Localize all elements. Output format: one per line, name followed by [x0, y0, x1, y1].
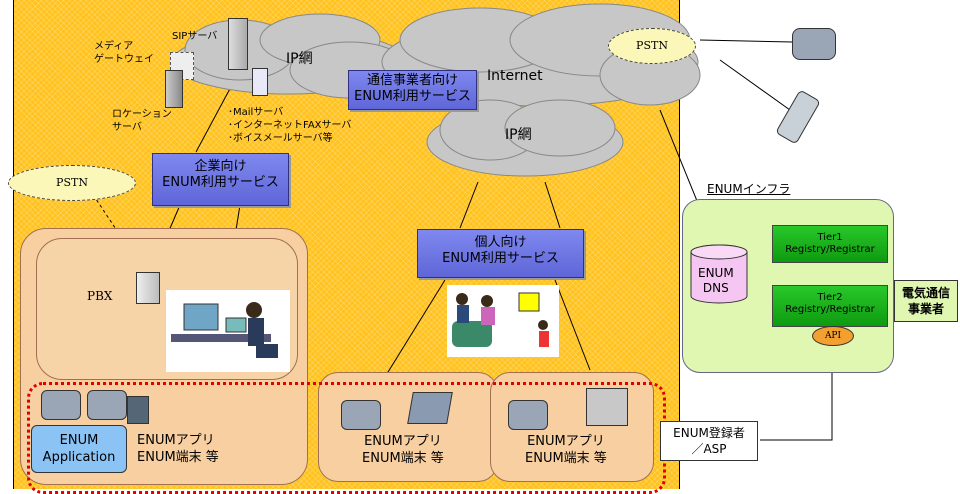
mail-server-list: ･Mailサーバ ･インターネットFAXサーバ ･ボイスメールサーバ等	[228, 107, 352, 144]
desk-phone-icon	[792, 28, 836, 60]
phone-icon-3	[341, 400, 381, 430]
phone-icon-1	[41, 390, 81, 420]
tier2-box: Tier2 Registry/Registrar	[772, 285, 888, 327]
dns-cylinder	[690, 244, 748, 304]
left-terminal-label: ENUMアプリ ENUM端末 等	[137, 433, 219, 465]
enum-application-label: ENUM Application	[42, 433, 116, 465]
pstn-left-label: PSTN	[56, 176, 88, 189]
pda-icon	[127, 396, 149, 424]
media-gateway-label: メディア ゲートウェイ	[94, 41, 154, 65]
tier1-box: Tier1 Registry/Registrar	[772, 225, 888, 263]
laptop-icon	[407, 392, 453, 424]
ip-net-top-label: IP網	[286, 51, 313, 67]
sip-server-icon	[228, 18, 248, 70]
family-icon	[447, 285, 559, 357]
pstn-left: PSTN	[8, 165, 136, 201]
enterprise-service-label: 企業向け ENUM利用サービス	[162, 159, 279, 190]
carrier-label: 電気通信 事業者	[901, 286, 950, 316]
tier2-label: Tier2 Registry/Registrar	[785, 292, 875, 315]
phone-icon-2	[87, 390, 127, 420]
enterprise-service-box: 企業向け ENUM利用サービス	[152, 153, 289, 206]
internet-label: Internet	[487, 68, 543, 84]
media-gateway-icon	[170, 52, 194, 80]
enum-application-box: ENUM Application	[31, 425, 127, 473]
phone-icon-4	[508, 400, 548, 430]
registrant-label: ENUM登録者 ／ASP	[673, 426, 745, 456]
pbx-icon	[136, 272, 160, 304]
right-terminal-label: ENUMアプリ ENUM端末 等	[525, 434, 607, 466]
pstn-top: PSTN	[608, 28, 696, 64]
ip-net-bottom-label: IP網	[505, 127, 532, 143]
tier1-label: Tier1 Registry/Registrar	[785, 232, 875, 255]
api-label: API	[824, 331, 842, 341]
dns-label: ENUM DNS	[698, 266, 734, 295]
carrier-service-label: 通信事業者向け ENUM利用サービス	[354, 73, 471, 104]
mail-server-icon	[252, 68, 268, 96]
pbx-label: PBX	[87, 289, 113, 303]
personal-service-box: 個人向け ENUM利用サービス	[417, 229, 584, 278]
api-oval: API	[812, 326, 854, 346]
cloud-ip-bottom	[426, 99, 624, 177]
mid-terminal-label: ENUMアプリ ENUM端末 等	[362, 434, 444, 466]
sip-server-label: SIPサーバ	[172, 31, 218, 42]
desktop-pc-icon	[586, 388, 628, 426]
pstn-top-label: PSTN	[636, 39, 668, 52]
workstation-icon	[166, 290, 290, 372]
infra-title: ENUMインフラ	[707, 182, 791, 196]
carrier-box: 電気通信 事業者	[894, 280, 958, 322]
registrant-box: ENUM登録者 ／ASP	[660, 421, 758, 461]
location-server-label: ロケーション サーバ	[112, 109, 172, 133]
carrier-service-box: 通信事業者向け ENUM利用サービス	[348, 70, 477, 110]
personal-service-label: 個人向け ENUM利用サービス	[442, 235, 559, 266]
location-server-icon	[165, 70, 183, 108]
